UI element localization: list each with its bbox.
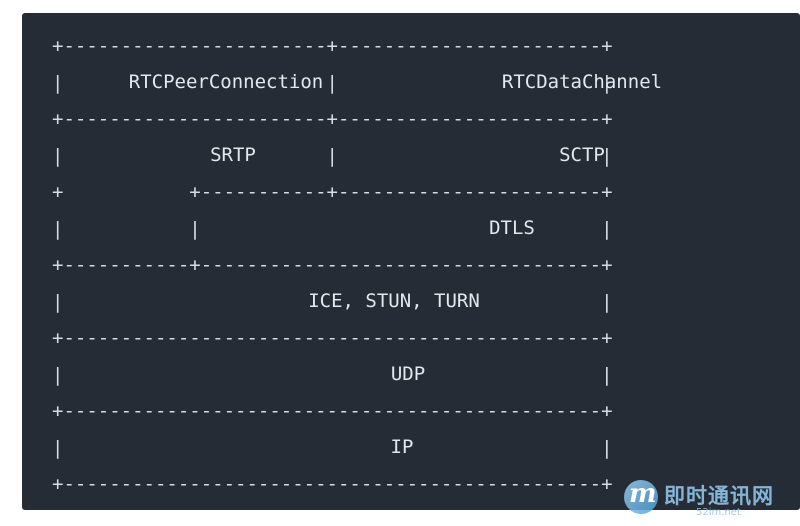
ascii-row-10: | | (52, 364, 613, 386)
layer-rtc-data-channel: RTCDataChannel (502, 71, 662, 93)
layer-ice-stun-turn: ICE, STUN, TURN (308, 290, 480, 312)
layer-labels: RTCPeerConnection RTCDataChannel SRTP SC… (129, 71, 662, 458)
site-watermark: m 即时通讯网 52im.net (624, 478, 794, 522)
layer-udp: UDP (391, 363, 425, 385)
ascii-row-3: +-----------------------+---------------… (52, 108, 613, 130)
ascii-row-7: +-----------+---------------------------… (52, 254, 613, 276)
code-block-panel (22, 13, 800, 510)
watermark-logo-letter: m (629, 479, 657, 509)
ascii-row-2: | | | (52, 72, 613, 94)
layer-ip: IP (391, 436, 414, 458)
watermark-title: 即时通讯网 (664, 484, 774, 508)
watermark-logo-icon (624, 480, 658, 514)
layer-rtc-peer-connection: RTCPeerConnection (129, 71, 323, 93)
ascii-row-13: +---------------------------------------… (52, 473, 613, 495)
ascii-row-1: +-----------------------+---------------… (52, 35, 613, 57)
layer-sctp: SCTP (559, 144, 605, 166)
ascii-row-12: | | (52, 437, 613, 459)
ascii-row-8: | | (52, 291, 613, 313)
layer-srtp: SRTP (210, 144, 256, 166)
ascii-row-11: +---------------------------------------… (52, 400, 613, 422)
ascii-frame: +-----------------------+---------------… (52, 35, 613, 495)
ascii-row-4: | | | (52, 145, 613, 167)
ascii-row-5: + +-----------+-----------------------+ (52, 181, 613, 203)
ascii-row-6: | | | (52, 218, 613, 240)
layer-dtls: DTLS (489, 217, 535, 239)
watermark-site: 52im.net (696, 507, 741, 518)
ascii-row-9: +---------------------------------------… (52, 327, 613, 349)
